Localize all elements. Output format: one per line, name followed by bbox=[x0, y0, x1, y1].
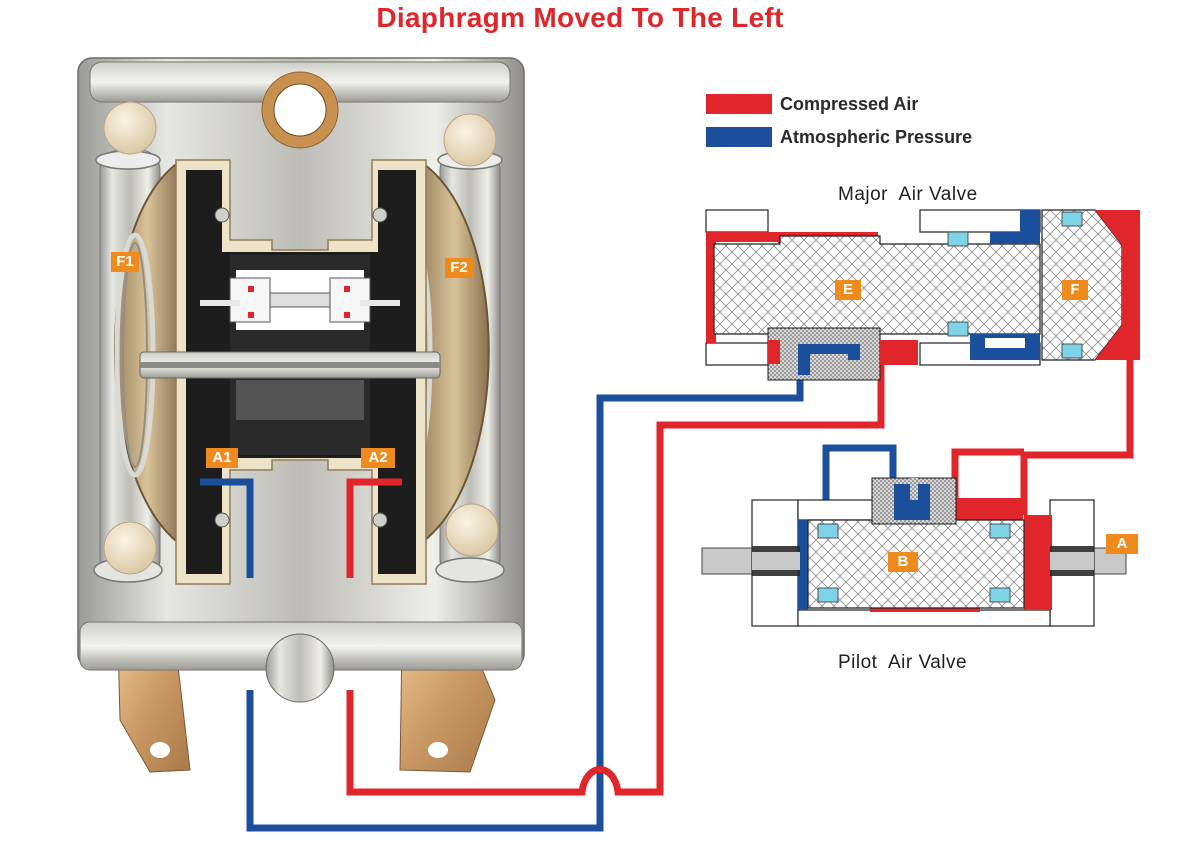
major-air-valve-caption: Major Air Valve bbox=[838, 184, 978, 205]
legend-label: Atmospheric Pressure bbox=[780, 126, 973, 147]
a2-supply-lower-line bbox=[346, 365, 885, 796]
diagram-title: Diaphragm Moved To The Left bbox=[376, 2, 784, 33]
tag-f1: F1 bbox=[111, 252, 139, 272]
tag-f: F bbox=[1062, 280, 1088, 300]
tag-b: B bbox=[888, 552, 918, 572]
a2-compressed-line bbox=[346, 478, 402, 578]
major-air-valve bbox=[705, 209, 1140, 381]
compressed-air-swatch bbox=[706, 94, 772, 114]
pump-body bbox=[77, 57, 525, 773]
legend-label: Compressed Air bbox=[780, 93, 919, 114]
legend-atmospheric-pressure: Atmospheric Pressure bbox=[706, 126, 972, 148]
tag-f2: F2 bbox=[445, 258, 473, 278]
tag-a1: A1 bbox=[206, 448, 238, 468]
legend-compressed-air: Compressed Air bbox=[706, 93, 918, 115]
a1-exhaust-lower-line bbox=[246, 375, 804, 832]
atmospheric-pressure-swatch bbox=[706, 127, 772, 147]
pilot-blue-line bbox=[822, 444, 897, 525]
tag-e: E bbox=[835, 280, 861, 300]
a1-atmospheric-line bbox=[200, 478, 254, 578]
pilot-air-valve-caption: Pilot Air Valve bbox=[838, 652, 968, 673]
tag-a2: A2 bbox=[361, 448, 395, 468]
tag-a: A bbox=[1106, 534, 1138, 554]
